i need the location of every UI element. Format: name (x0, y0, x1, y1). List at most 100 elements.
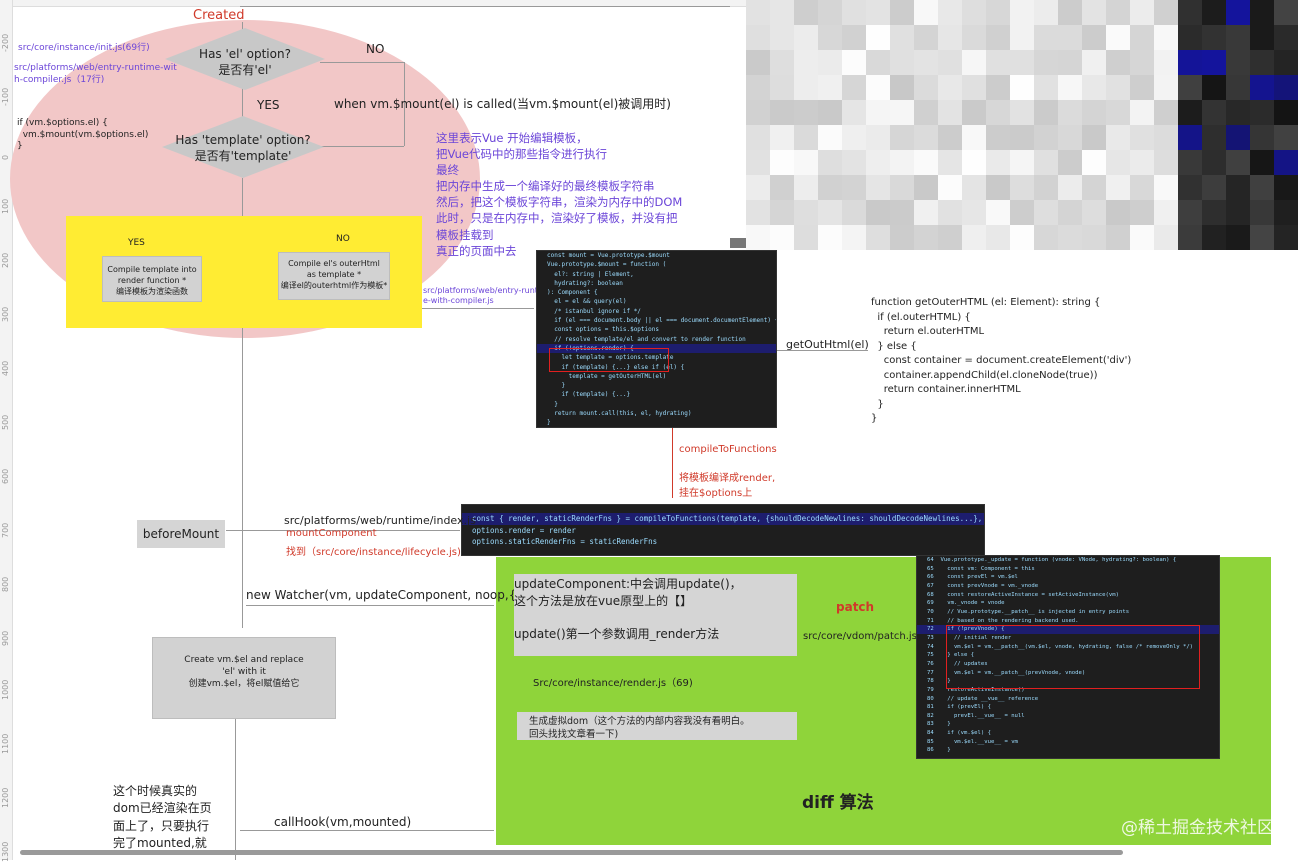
connector (242, 88, 243, 128)
connector (242, 178, 243, 230)
mosaic-cell (1058, 0, 1082, 25)
render-highlight-box (549, 348, 669, 372)
mosaic-cell (1130, 225, 1154, 250)
mosaic-cell (986, 75, 1010, 100)
entry-path-label: src/platforms/web/entry-runtime-wit h-co… (14, 63, 177, 85)
mosaic-cell (866, 125, 890, 150)
code-line: 78 } (927, 678, 951, 685)
mosaic-cell (1178, 0, 1202, 25)
mosaic-cell (1178, 175, 1202, 200)
code-line: 74 vm.$el = vm.__patch__(vm.$el, vnode, … (927, 643, 1194, 650)
patch-path-label: src/core/vdom/patch.js (803, 631, 917, 642)
mosaic-cell (1010, 75, 1034, 100)
code-line: 80 // update __vue__ reference (927, 695, 1039, 702)
mosaic-cell (818, 0, 842, 25)
mosaic-cell (1058, 175, 1082, 200)
mosaic-cell (938, 25, 962, 50)
mosaic-cell (1154, 175, 1178, 200)
mosaic-cell (1202, 200, 1226, 225)
mosaic-cell (1058, 25, 1082, 50)
code-line: 65 const vm: Component = this (927, 565, 1035, 572)
compile-to-functions-label: compileToFunctions (679, 444, 777, 455)
mosaic-cell (842, 225, 866, 250)
code-line: hydrating?: boolean (547, 279, 623, 287)
mosaic-cell (770, 50, 794, 75)
connector (246, 605, 494, 606)
mosaic-cell (746, 75, 770, 100)
mosaic-cell (962, 25, 986, 50)
mosaic-cell (746, 175, 770, 200)
mosaic-cell (770, 0, 794, 25)
mosaic-cell (746, 125, 770, 150)
mosaic-cell (1130, 100, 1154, 125)
mosaic-cell (962, 125, 986, 150)
mosaic-cell (938, 100, 962, 125)
mosaic-cell (770, 100, 794, 125)
mosaic-cell (1106, 25, 1130, 50)
horizontal-scrollbar[interactable] (20, 850, 1123, 855)
code-line: 73 // initial render (927, 634, 1012, 641)
code-line: } (547, 382, 566, 390)
mosaic-cell (986, 0, 1010, 25)
mosaic-cell (938, 125, 962, 150)
mosaic-cell (1034, 25, 1058, 50)
mosaic-cell (1130, 0, 1154, 25)
mosaic-cell (794, 75, 818, 100)
mosaic-cell (1274, 125, 1298, 150)
mosaic-cell (746, 25, 770, 50)
mosaic-cell (866, 200, 890, 225)
mosaic-cell (1274, 175, 1298, 200)
mosaic-cell (1178, 25, 1202, 50)
mosaic-cell (1010, 100, 1034, 125)
mosaic-cell (1010, 150, 1034, 175)
code-line: options.render = render (472, 525, 576, 535)
mosaic-cell (842, 75, 866, 100)
code-line: 77 vm.$el = vm.__patch__(prevVnode, vnod… (927, 669, 1086, 676)
mosaic-cell (986, 100, 1010, 125)
mosaic-cell (818, 25, 842, 50)
mosaic-cell (1226, 100, 1250, 125)
mosaic-cell (1082, 125, 1106, 150)
mosaic-cell (1106, 150, 1130, 175)
connector (226, 530, 460, 531)
connector (235, 718, 236, 860)
mosaic-cell (1226, 0, 1250, 25)
mosaic-cell (986, 150, 1010, 175)
mosaic-cell (770, 225, 794, 250)
mosaic-cell (1178, 50, 1202, 75)
mosaic-cell (890, 150, 914, 175)
mosaic-cell (1082, 50, 1106, 75)
mosaic-cell (1010, 175, 1034, 200)
mosaic-cell (770, 200, 794, 225)
mosaic-cell (1130, 125, 1154, 150)
mosaic-cell (1250, 50, 1274, 75)
mosaic-cell (866, 150, 890, 175)
mosaic-cell (1106, 200, 1130, 225)
code-line: options.staticRenderFns = staticRenderFn… (472, 537, 658, 547)
mosaic-cell (986, 225, 1010, 250)
mosaic-cell (1226, 75, 1250, 100)
mosaic-cell (818, 225, 842, 250)
mosaic-cell (770, 150, 794, 175)
mosaic-cell (1154, 25, 1178, 50)
mosaic-cell (914, 25, 938, 50)
mosaic-cell (890, 125, 914, 150)
mosaic-cell (1106, 50, 1130, 75)
mosaic-cell (1034, 225, 1058, 250)
mosaic-cell (1250, 200, 1274, 225)
mosaic-cell (1202, 50, 1226, 75)
mosaic-cell (1226, 50, 1250, 75)
mosaic-cell (770, 25, 794, 50)
ruler-tick: -200 (1, 33, 10, 52)
mosaic-cell (962, 100, 986, 125)
mosaic-cell (1274, 225, 1298, 250)
mosaic-cell (1106, 175, 1130, 200)
mosaic-cell (1178, 125, 1202, 150)
mosaic-cell (1082, 100, 1106, 125)
mosaic-cell (818, 50, 842, 75)
new-watcher-label: new Watcher(vm, updateComponent, noop,{}… (246, 588, 529, 602)
mosaic-cell (914, 200, 938, 225)
mosaic-cell (1226, 175, 1250, 200)
blur-marker (730, 238, 746, 248)
